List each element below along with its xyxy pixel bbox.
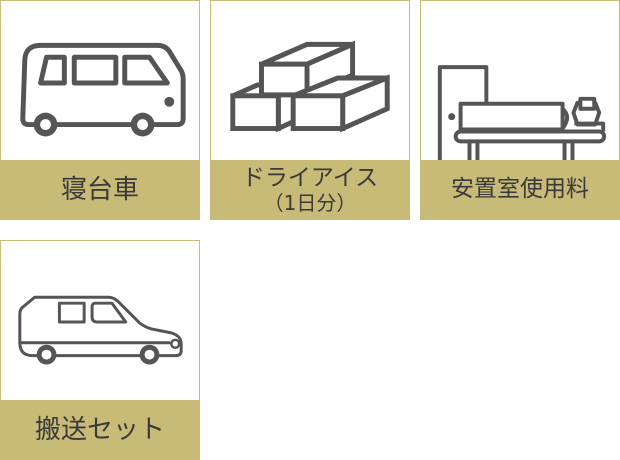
item-card-transport-set[interactable]: 搬送セット (0, 240, 200, 460)
item-label: 寝台車 (60, 174, 139, 205)
resting-room-icon (437, 65, 607, 161)
hearse-icon (18, 295, 183, 365)
item-label: 搬送セット (34, 414, 165, 445)
item-label-box: 搬送セット (0, 400, 200, 460)
dry-ice-blocks-icon (230, 40, 390, 133)
van-icon (20, 42, 186, 137)
item-label-box: 安置室使用料 (420, 160, 620, 220)
item-sublabel: （1日分） (263, 190, 357, 215)
item-label-box: ドライアイス （1日分） (210, 160, 410, 220)
item-card-resting-room[interactable]: 安置室使用料 (420, 0, 620, 220)
item-card-dry-ice[interactable]: ドライアイス （1日分） (210, 0, 410, 220)
item-label: ドライアイス (241, 165, 379, 192)
item-label: 安置室使用料 (451, 176, 589, 203)
item-label-box: 寝台車 (0, 160, 200, 220)
item-card-sleeper-car[interactable]: 寝台車 (0, 0, 200, 220)
